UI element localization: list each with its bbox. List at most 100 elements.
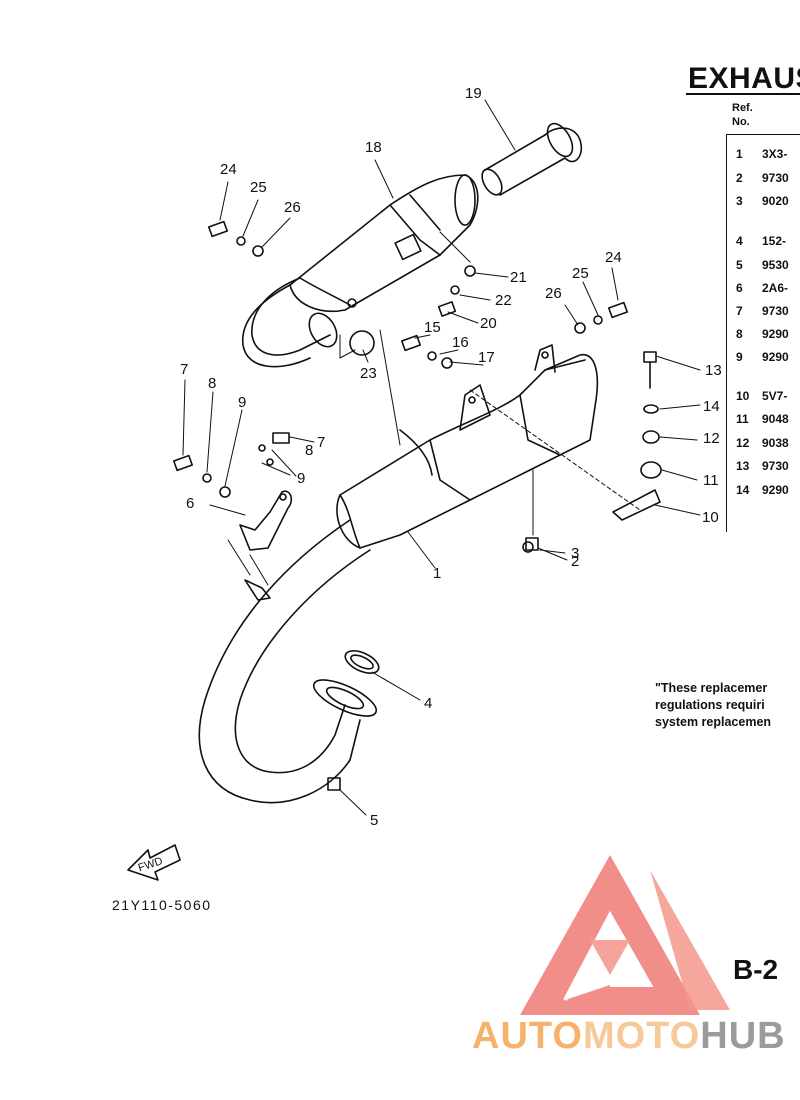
callout: 4 — [424, 695, 432, 712]
callout: 8 — [208, 375, 216, 392]
silencer-gasket — [349, 330, 375, 356]
bolts-and-washers — [172, 220, 662, 791]
ref-row: 1 3X3- — [736, 147, 787, 161]
ref-row: 6 2A6- — [736, 281, 788, 295]
callout: 20 — [480, 315, 497, 332]
exhaust-stay — [239, 490, 293, 551]
callout: 26 — [545, 285, 562, 302]
ref-header-label: Ref. — [732, 102, 753, 114]
ref-table-vline — [726, 134, 727, 532]
ref-no: 4 — [736, 234, 743, 248]
callout: 9 — [297, 470, 305, 487]
leader-lines — [182, 99, 701, 816]
ref-row: 12 9038 — [736, 436, 789, 450]
ref-no: 2 — [736, 171, 743, 185]
part-number: 9290 — [762, 350, 789, 364]
ref-row: 13 9730 — [736, 459, 789, 473]
ref-no: 6 — [736, 281, 743, 295]
watermark-part-moto: MOTO — [582, 1015, 701, 1057]
part-number: 9290 — [762, 483, 789, 497]
ref-no: 14 — [736, 483, 750, 497]
note-line: regulations requiri — [655, 698, 765, 712]
ref-no: 3 — [736, 194, 743, 208]
callout: 1 — [433, 565, 441, 582]
note-line: system replacemen — [655, 715, 772, 729]
callout: 19 — [465, 85, 482, 102]
part-number: 2A6- — [762, 281, 789, 295]
part-number: 9038 — [762, 436, 789, 450]
expansion-chamber — [336, 344, 599, 549]
watermark-part-hub: HUB — [700, 1015, 786, 1057]
callout: 5 — [370, 812, 378, 829]
tail-pipe — [481, 122, 583, 196]
ref-row: 8 9290 — [736, 327, 789, 341]
callout: 23 — [360, 365, 377, 382]
callout: 9 — [238, 394, 246, 411]
ref-row: 7 9730 — [736, 304, 789, 318]
note-line: "These replacemer — [655, 681, 768, 695]
part-number: 9730 — [762, 171, 789, 185]
ref-no: 12 — [736, 436, 750, 450]
ref-no: 9 — [736, 350, 743, 364]
ref-no: 5 — [736, 258, 743, 272]
callout: 18 — [365, 139, 382, 156]
ref-row: 4 152- — [736, 234, 786, 248]
part-number: 152- — [762, 234, 787, 248]
callout: 24 — [605, 249, 622, 266]
exhaust-gasket — [344, 650, 380, 674]
part-number: 3X3- — [762, 147, 788, 161]
callout: 12 — [703, 430, 720, 447]
ref-no: 13 — [736, 459, 750, 473]
title-rule — [686, 93, 800, 95]
callout: 10 — [702, 509, 719, 526]
ref-table-header: Ref. No. — [732, 101, 753, 129]
silencer — [242, 174, 479, 368]
fwd-arrow-icon — [127, 844, 181, 881]
ref-row: 10 5V7- — [736, 389, 787, 403]
part-number: 9290 — [762, 327, 789, 341]
ref-no: 11 — [736, 412, 749, 426]
watermark-logo — [520, 855, 730, 1015]
callout: 15 — [424, 319, 441, 336]
page-number: B-2 — [733, 954, 779, 985]
part-number: 9530 — [762, 258, 789, 272]
ref-header-no: No. — [732, 116, 750, 128]
page-title: EXHAUST — [688, 62, 800, 95]
ref-row: 3 9020 — [736, 194, 789, 208]
ref-no: 7 — [736, 304, 743, 318]
ref-no: 8 — [736, 327, 743, 341]
callout: 11 — [703, 472, 719, 489]
ref-row: 9 9290 — [736, 350, 789, 364]
ref-row: 14 9290 — [736, 483, 789, 497]
callout: 22 — [495, 292, 512, 309]
callout: 26 — [284, 199, 301, 216]
diagram-code: 21Y110-5060 — [112, 897, 212, 913]
callout: 7 — [317, 434, 325, 451]
callout: 17 — [478, 349, 495, 366]
callout: 2 — [571, 553, 579, 570]
callout: 25 — [250, 179, 267, 196]
part-number: 9730 — [762, 459, 789, 473]
callout: 25 — [572, 265, 589, 282]
ref-no: 1 — [736, 147, 743, 161]
replacement-note: "These replacemer regulations requiri sy… — [655, 680, 771, 731]
watermark-text: AUTOMOTOHUB — [472, 1015, 786, 1058]
part-number: 9730 — [762, 304, 789, 318]
part-number: 5V7- — [762, 389, 788, 403]
ref-no: 10 — [736, 389, 750, 403]
callout: 7 — [180, 361, 188, 378]
part-number: 9048 — [762, 412, 789, 426]
ref-row: 5 9530 — [736, 258, 789, 272]
callout: 14 — [703, 398, 720, 415]
callout: 8 — [305, 442, 313, 459]
callout: 24 — [220, 161, 237, 178]
ref-table-rule — [726, 134, 800, 135]
part-number: 9020 — [762, 194, 789, 208]
callout-numbers: 19 18 24 25 26 21 22 20 25 24 26 15 16 1… — [137, 85, 722, 874]
watermark-part-auto: AUTO — [472, 1015, 583, 1057]
ref-row: 2 9730 — [736, 171, 789, 185]
callout: 6 — [186, 495, 194, 512]
ref-row: 11 9048 — [736, 412, 789, 426]
